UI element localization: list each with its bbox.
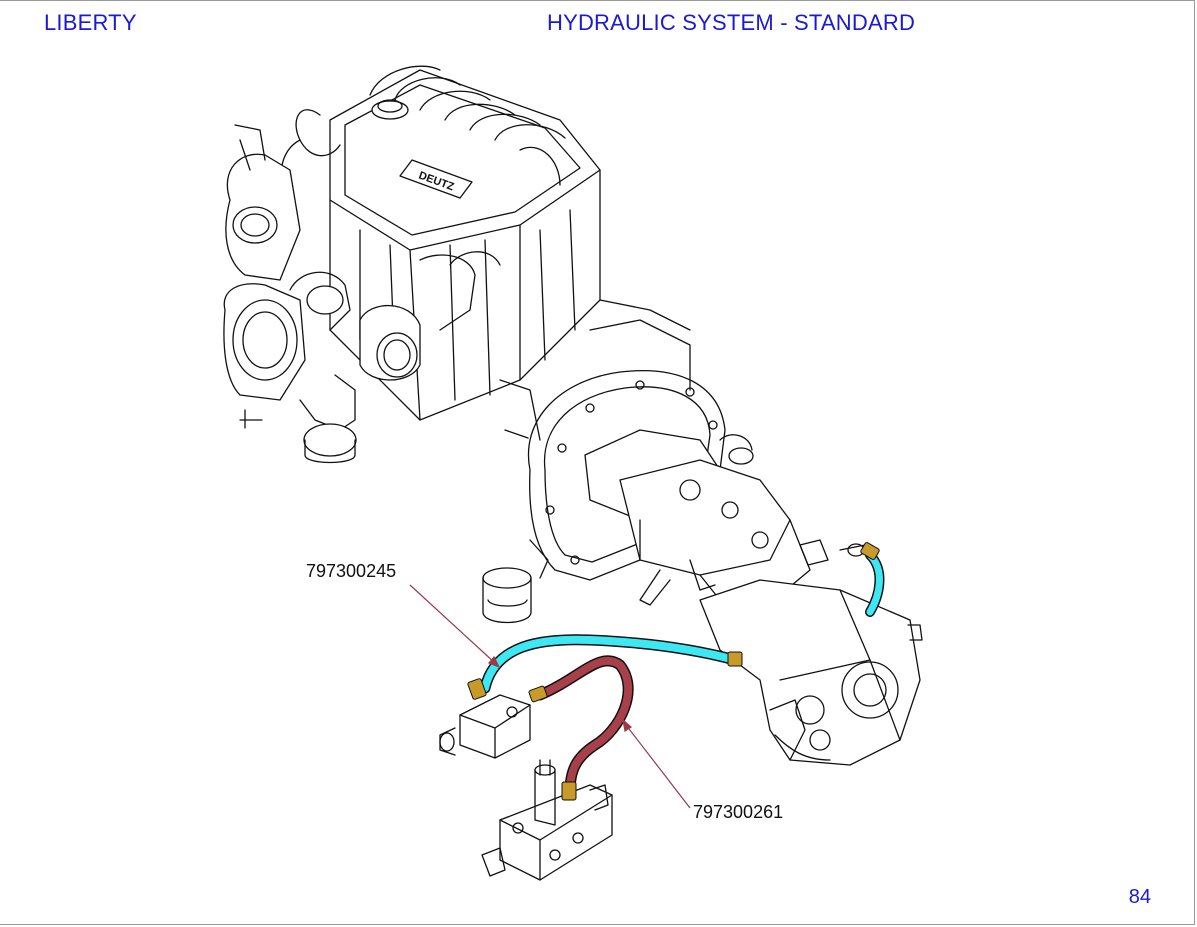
- control-valve-manifold: [481, 759, 613, 881]
- model-name: LIBERTY: [44, 10, 137, 35]
- priority-valve-block: [439, 694, 531, 759]
- hose-fittings: [467, 542, 880, 801]
- leader-lines: [409, 584, 691, 809]
- engine-mount: [482, 539, 549, 624]
- hose-797300261: [534, 655, 634, 798]
- page-number: 84: [1128, 886, 1151, 908]
- rear-gear-pump: [699, 539, 923, 766]
- leader-line-797300245: [409, 584, 496, 664]
- engine-block: DEUTZ: [280, 65, 601, 421]
- turbocharger: [223, 124, 357, 464]
- callout-797300261: 797300261: [693, 802, 784, 822]
- page-title: HYDRAULIC SYSTEM - STANDARD: [547, 10, 916, 35]
- intake-elbow: [359, 251, 501, 381]
- callout-797300245: 797300245: [306, 561, 397, 581]
- hydraulic-pump: [584, 429, 811, 606]
- leader-line-797300261: [625, 724, 691, 809]
